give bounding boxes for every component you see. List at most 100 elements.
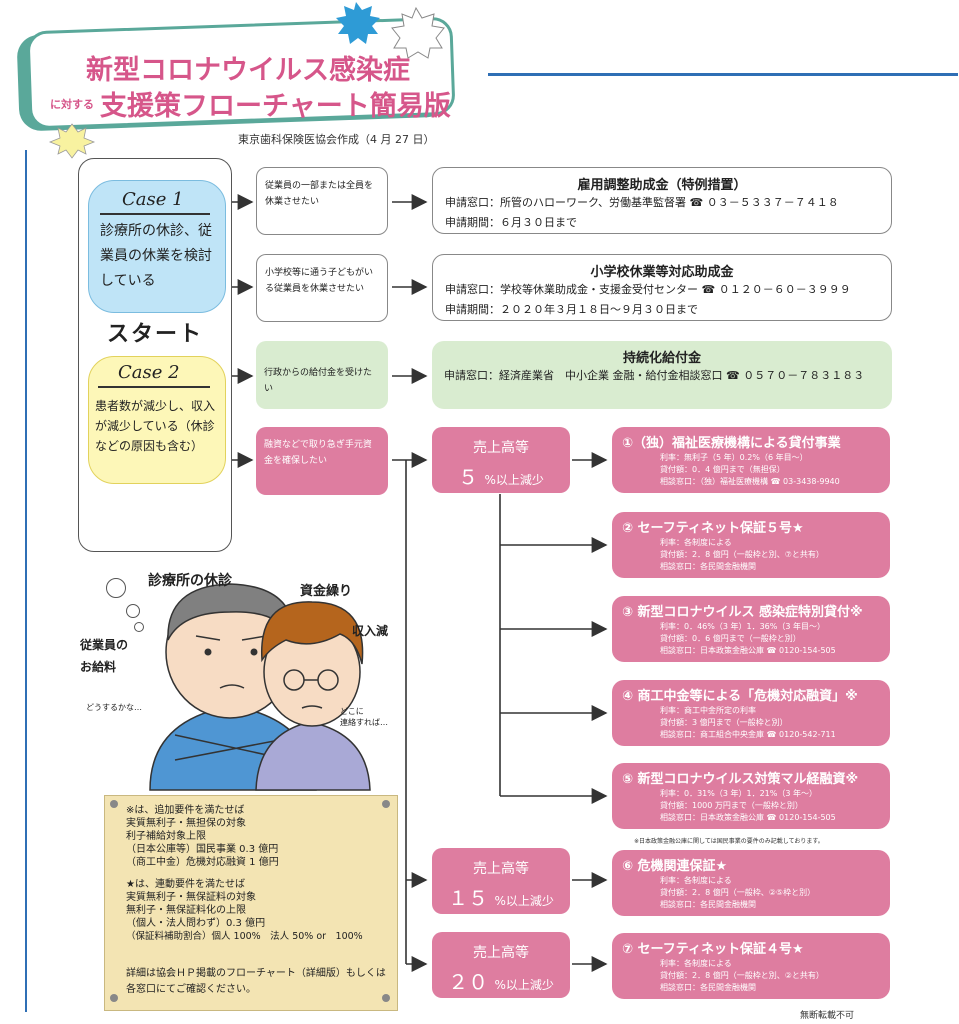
note-line: 実質無利子・無保証料の対象 [126, 892, 256, 903]
loan-rate: 利率：各制度による [660, 959, 732, 968]
loan-contact: 相談窓口：日本政策金融公庫 ☎ 0120-154-505 [660, 813, 836, 822]
loan-contact: 相談窓口：各民間金融機関 [660, 562, 756, 571]
case1-label: Case 1 [122, 189, 184, 210]
sales-decline-20: 売上高等 ２０ %以上減少 [432, 932, 570, 998]
loan-title: ①（独）福祉医療機構による貸付事業 [622, 436, 841, 451]
loan-6: ⑥ 危機関連保証★ 利率：各制度による 貸付額：2．8 億円（一般枠、②⑤枠と別… [612, 850, 890, 916]
loan-rate: 利率：無利子（5 年）0.2%（6 年目～） [660, 453, 808, 462]
case2-underline [98, 386, 210, 388]
loan-title: ⑦ セーフティネット保証４号★ [622, 942, 804, 957]
sales-suffix: %以上減少 [484, 473, 544, 487]
program-title: 小学校休業等対応助成金 [590, 265, 734, 280]
case1-underline [100, 213, 210, 215]
program-contact: 申請窓口：経済産業省 中小企業 金融・給付金相談窓口 ☎ ０５７０－７８３１８３ [444, 369, 865, 382]
notes-footer: 詳細は協会ＨＰ掲載のフローチャート（詳細版）もしくは各窓口にてご確認ください。 [126, 968, 386, 995]
note-line: （保証料補助割合）個人 100% 法人 50% or 100% [126, 931, 363, 942]
case1-text: 診療所の休診、従業員の休業を検討している [100, 223, 212, 289]
loan-3: ③ 新型コロナウイルス 感染症特別貸付※ 利率：0．46%（3 年）1．36%（… [612, 596, 890, 662]
sales-suffix: %以上減少 [494, 978, 554, 992]
case2-label: Case 2 [118, 362, 180, 383]
sales-pct: ５ [458, 465, 479, 489]
no-reprint-notice: 無断転載不可 [800, 1011, 855, 1021]
label-clinic-closure: 診療所の休診 [148, 573, 232, 589]
loan-contact: 相談窓口：商工組合中央金庫 ☎ 0120-542-711 [660, 730, 836, 739]
loan-title: ⑤ 新型コロナウイルス対策マル経融資※ [622, 772, 859, 787]
sales-suffix: %以上減少 [494, 894, 554, 908]
notes-panel [104, 795, 398, 1011]
loan-rate: 利率：0．46%（3 年）1．36%（3 年目～） [660, 622, 826, 631]
note-line: （商工中金）危機対応融資 1 億円 [126, 857, 279, 868]
sales-percent: １５ %以上減少 [432, 882, 570, 911]
loan-rate: 利率：0．31%（3 年）1．21%（3 年～） [660, 789, 818, 798]
title-line2: 支援策フローチャート簡易版 [100, 91, 451, 122]
program-school-closure: 小学校休業等対応助成金 申請窓口：学校等休業助成金・支援金受付センター ☎ ０１… [432, 254, 892, 321]
loan-7: ⑦ セーフティネット保証４号★ 利率：各制度による 貸付額：2．8 億円（一般枠… [612, 933, 890, 999]
loan-amount: 貸付額：0．4 億円まで（無担保） [660, 465, 785, 474]
label-cash-flow: 資金繰り [300, 584, 353, 599]
sales-label: 売上高等 [473, 945, 529, 961]
loan-amount: 貸付額：2．8 億円（一般枠と別、②と共有） [660, 971, 824, 980]
sales-percent: ２０ %以上減少 [432, 966, 570, 995]
sales-percent: ５ %以上減少 [432, 461, 570, 490]
program-title: 持続化給付金 [622, 351, 701, 366]
note-line: 利子補給対象上限 [126, 831, 206, 842]
loan-1: ①（独）福祉医療機構による貸付事業 利率：無利子（5 年）0.2%（6 年目～）… [612, 427, 890, 493]
note-line: 無利子・無保証料化の上限 [126, 905, 246, 916]
pin-icon [110, 800, 118, 808]
label-income-drop: 収入減 [352, 624, 389, 638]
start-label: スタート [107, 322, 204, 347]
program-contact: 申請窓口：学校等休業助成金・支援金受付センター ☎ ０１２０－６０－３９９９ [445, 283, 851, 296]
woman-figure [255, 601, 371, 791]
pin-icon [110, 994, 118, 1002]
sales-pct: ２０ [448, 970, 489, 994]
note-line: ※は、追加要件を満たせば [126, 805, 245, 816]
program-period: 申請期間：２０２０年３月１８日～９月３０日まで [445, 303, 698, 316]
loan-rate: 利率：各制度による [660, 876, 732, 885]
loan-2: ② セーフティネット保証５号★ 利率：各制度による 貸付額：2．8 億円（一般枠… [612, 512, 890, 578]
loan-amount: 貸付額：2．8 億円（一般枠と別、⑦と共有） [660, 550, 824, 559]
bubble-dot [106, 578, 126, 598]
loan-contact: 相談窓口：各民間金融機関 [660, 983, 756, 992]
need-childcare-box: 小学校等に通う子どもがいる従業員を休業させたい [256, 254, 388, 322]
note-line: （日本公庫等）国民事業 0.3 億円 [126, 844, 279, 855]
loan-title: ④ 商工中金等による「危機対応融資」※ [622, 689, 858, 704]
sales-decline-5: 売上高等 ５ %以上減少 [432, 427, 570, 493]
loan-contact: 相談窓口：日本政策金融公庫 ☎ 0120-154-505 [660, 646, 836, 655]
jfc-footnote: ※日本政策金融公庫に関しては国民事業の要件のみ記載しております。 [634, 838, 824, 845]
program-sustain-benefit: 持続化給付金 申請窓口：経済産業省 中小企業 金融・給付金相談窓口 ☎ ０５７０… [432, 341, 892, 409]
loan-amount: 貸付額：2．8 億円（一般枠、②⑤枠と別） [660, 888, 816, 897]
note-line: （個人・法人問わず）0.3 億円 [126, 918, 266, 929]
loan-rate: 利率：商工中金所定の利率 [660, 706, 756, 715]
loan-title: ⑥ 危機関連保証★ [622, 859, 728, 874]
loan-amount: 貸付額：0．6 億円まで（一般枠と別） [660, 634, 801, 643]
label-salary: 従業員の お給料 [80, 638, 129, 674]
loan-title: ② セーフティネット保証５号★ [622, 521, 804, 536]
pin-icon [382, 800, 390, 808]
sales-pct: １５ [448, 886, 489, 910]
thought-text-1: どうするかな… [86, 703, 142, 712]
header-rule [488, 73, 958, 76]
program-contact: 申請窓口：所管のハローワーク、労働基準監督署 ☎ ０３－５３３７－７４１８ [445, 196, 839, 209]
loan-4: ④ 商工中金等による「危機対応融資」※ 利率：商工中金所定の利率 貸付額：3 億… [612, 680, 890, 746]
thought-text-2: どこに 連絡すれば… [340, 707, 388, 727]
loan-title: ③ 新型コロナウイルス 感染症特別貸付※ [622, 605, 863, 620]
sales-label: 売上高等 [473, 861, 529, 877]
note-line: ★は、連動要件を満たせば [126, 879, 245, 890]
loan-amount: 貸付額：3 億円まで（一般枠と別） [660, 718, 788, 727]
sales-decline-15: 売上高等 １５ %以上減少 [432, 848, 570, 914]
loan-5: ⑤ 新型コロナウイルス対策マル経融資※ 利率：0．31%（3 年）1．21%（3… [612, 763, 890, 829]
program-employment-adjustment: 雇用調整助成金（特例措置） 申請窓口：所管のハローワーク、労働基準監督署 ☎ ０… [432, 167, 892, 234]
bubble-dot [134, 622, 144, 632]
case2-box [88, 356, 226, 484]
note-line: 実質無利子・無担保の対象 [126, 818, 246, 829]
case1-box [88, 180, 226, 313]
title-prefix: に対する [50, 98, 94, 111]
loan-amount: 貸付額：1000 万円まで（一般枠と別） [660, 801, 803, 810]
program-title: 雇用調整助成金（特例措置） [577, 178, 747, 193]
need-benefit-box: 行政からの給付金を受けたい [256, 341, 388, 409]
case2-text: 患者数が減少し、収入が減少している（休診などの原因も含む） [95, 399, 216, 453]
sales-label: 売上高等 [473, 440, 529, 456]
loan-contact: 相談窓口：（独）福祉医療機構 ☎ 03-3438-9940 [660, 477, 840, 486]
loan-rate: 利率：各制度による [660, 538, 732, 547]
